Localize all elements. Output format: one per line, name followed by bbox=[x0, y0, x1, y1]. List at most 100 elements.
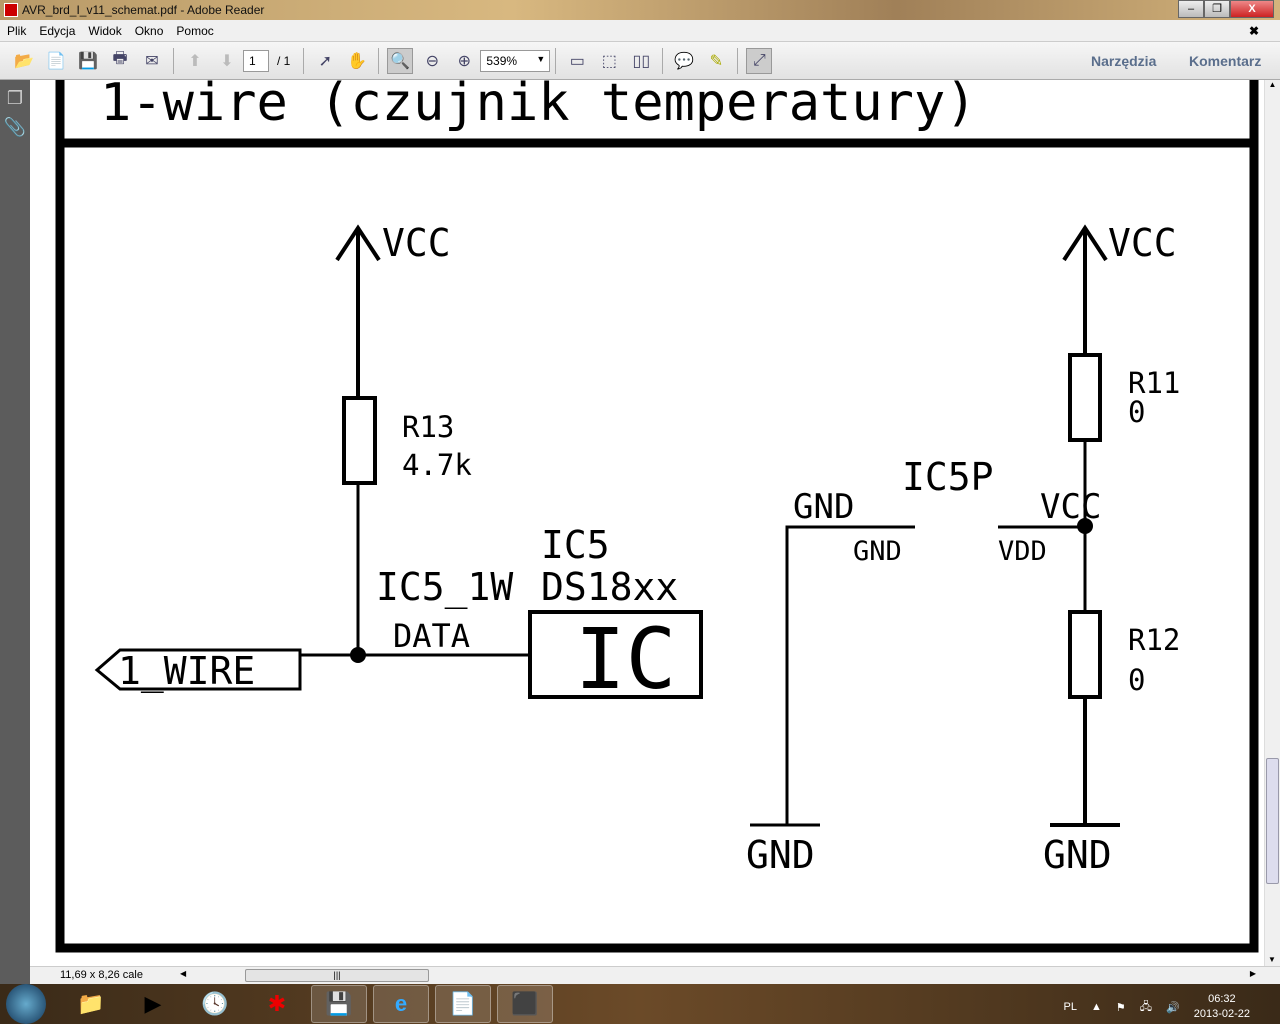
start-button[interactable] bbox=[6, 984, 46, 1024]
next-page-icon[interactable]: ⬇ bbox=[220, 52, 234, 70]
net-label: IC5_1W bbox=[376, 565, 513, 610]
fit-page-icon[interactable]: ⬚ bbox=[601, 52, 617, 70]
vcc-symbol-right bbox=[1062, 224, 1108, 355]
comment-icon[interactable]: 💬 bbox=[674, 52, 695, 70]
app-icon[interactable]: ✱ bbox=[267, 991, 287, 1016]
document-view: 1-wire (czujnik temperatury) VCC R13 4.7… bbox=[30, 80, 1264, 966]
minimize-button[interactable]: – bbox=[1178, 0, 1204, 18]
action-center-flag-icon[interactable]: ⚑ bbox=[1115, 1001, 1126, 1014]
vcc-symbol-left bbox=[335, 224, 381, 398]
schematic-title: 1-wire (czujnik temperatury) bbox=[100, 80, 977, 133]
zoom-out-icon[interactable]: ⊖ bbox=[425, 52, 440, 70]
vertical-scrollbar[interactable]: ▲ ▼ bbox=[1264, 80, 1280, 966]
menu-pomoc[interactable]: Pomoc bbox=[176, 23, 214, 38]
r12-value: 0 bbox=[1128, 663, 1145, 697]
separator bbox=[555, 47, 557, 74]
pages-icon[interactable]: ❐ bbox=[6, 88, 24, 108]
comment-button[interactable]: Komentarz bbox=[1189, 53, 1262, 69]
language-indicator[interactable]: PL bbox=[1063, 1001, 1077, 1013]
print-icon[interactable]: 🖶 bbox=[112, 50, 128, 67]
ic5p-label: IC5P bbox=[902, 455, 994, 499]
frame-border bbox=[55, 80, 1259, 953]
tools-button[interactable]: Narzędzia bbox=[1091, 53, 1157, 69]
vcc-net-label: VCC bbox=[1040, 487, 1101, 527]
marquee-zoom-icon[interactable]: 🔍 bbox=[387, 47, 414, 74]
adobe-reader-task-icon[interactable]: ⬛ bbox=[497, 985, 553, 1023]
select-tool-icon[interactable]: ➚ bbox=[318, 52, 333, 70]
resistor-r13 bbox=[342, 396, 377, 485]
explorer-icon[interactable]: 📁 bbox=[77, 991, 105, 1016]
save-icon[interactable]: 💾 bbox=[78, 52, 98, 70]
menu-widok[interactable]: Widok bbox=[88, 23, 122, 38]
menu-plik[interactable]: Plik bbox=[7, 23, 27, 38]
scroll-down-icon[interactable]: ▼ bbox=[1268, 955, 1276, 964]
create-pdf-icon[interactable]: 📄 bbox=[46, 52, 66, 70]
clock[interactable]: 06:32 2013-02-22 bbox=[1194, 992, 1250, 1022]
internet-explorer-icon[interactable]: e bbox=[373, 985, 429, 1023]
adobe-reader-icon bbox=[4, 3, 18, 17]
floppy-app-icon[interactable]: 💾 bbox=[311, 985, 367, 1023]
attachments-icon[interactable]: 📎 bbox=[3, 117, 27, 137]
horizontal-scroll-thumb[interactable]: ||| bbox=[245, 969, 429, 982]
gnd-pin-label: GND bbox=[853, 536, 902, 567]
menu-okno[interactable]: Okno bbox=[134, 23, 164, 38]
r11-name: R11 bbox=[1128, 366, 1180, 400]
clock-time: 06:32 bbox=[1208, 993, 1236, 1005]
menu-edycja[interactable]: Edycja bbox=[39, 23, 76, 38]
clock-date: 2013-02-22 bbox=[1193, 1008, 1250, 1020]
close-document-icon[interactable]: ✖ bbox=[1248, 23, 1259, 38]
status-bar: 11,69 x 8,26 cale ◀ ||| ▶ bbox=[30, 966, 1280, 984]
separator bbox=[737, 47, 739, 74]
zoom-select[interactable]: 539% ▼ bbox=[480, 49, 551, 72]
taskbar: 📁 ▶ 🕓 ✱ 💾 e 📄 ⬛ PL ▲ ⚑ 🖧 🔊 06:32 2013-02… bbox=[0, 984, 1280, 1024]
vdd-pin-label: VDD bbox=[998, 536, 1047, 567]
close-button[interactable]: X bbox=[1230, 0, 1274, 18]
outlook-icon[interactable]: 🕓 bbox=[201, 991, 229, 1016]
wire-data bbox=[300, 483, 530, 657]
vcc-label-left: VCC bbox=[382, 221, 451, 265]
full-screen-icon[interactable]: ⤢ bbox=[746, 47, 773, 74]
open-icon[interactable]: 📂 bbox=[14, 52, 34, 70]
media-player-icon[interactable]: ▶ bbox=[144, 991, 162, 1016]
ic-name: IC5 bbox=[541, 523, 610, 567]
junction-dot bbox=[350, 647, 366, 663]
ic5-body bbox=[528, 610, 703, 699]
port-1wire bbox=[94, 648, 302, 691]
network-icon[interactable]: 🖧 bbox=[1139, 1000, 1153, 1013]
scroll-right-icon[interactable]: ▶ bbox=[1249, 969, 1256, 978]
two-page-icon[interactable]: ▯▯ bbox=[632, 52, 651, 70]
menu-bar: Plik Edycja Widok Okno Pomoc ✖ bbox=[0, 20, 1280, 42]
page-number-input[interactable]: 1 bbox=[243, 49, 269, 72]
highlight-text-icon[interactable]: ✎ bbox=[709, 52, 724, 70]
restore-button[interactable]: ❐ bbox=[1204, 0, 1230, 18]
vcc-label-right: VCC bbox=[1108, 221, 1177, 265]
r11-value: 0 bbox=[1128, 395, 1145, 429]
email-icon[interactable]: ✉ bbox=[145, 52, 159, 70]
hand-tool-icon[interactable]: ✋ bbox=[347, 52, 368, 70]
port-label: 1_WIRE bbox=[118, 649, 255, 694]
volume-icon[interactable]: 🔊 bbox=[1166, 1001, 1180, 1014]
zoom-value: 539% bbox=[486, 53, 518, 68]
scroll-left-icon[interactable]: ◀ bbox=[180, 969, 187, 978]
gnd-label-left: GND bbox=[746, 833, 815, 877]
schematic: 1-wire (czujnik temperatury) VCC R13 4.7… bbox=[55, 80, 1259, 953]
page-total: / 1 bbox=[277, 53, 291, 68]
scroll-up-icon[interactable]: ▲ bbox=[1268, 80, 1277, 89]
resistor-r12 bbox=[1068, 610, 1102, 699]
previous-page-icon[interactable]: ⬆ bbox=[188, 52, 202, 70]
r12-name: R12 bbox=[1128, 623, 1180, 657]
r13-value: 4.7k bbox=[402, 448, 472, 482]
system-tray: PL ▲ ⚑ 🖧 🔊 06:32 2013-02-22 bbox=[1064, 992, 1250, 1022]
separator bbox=[662, 47, 664, 74]
scroll-thumb[interactable] bbox=[1266, 758, 1279, 884]
fit-width-icon[interactable]: ▭ bbox=[569, 52, 585, 70]
title-bar: AVR_brd_I_v11_schemat.pdf - Adobe Reader… bbox=[0, 0, 1280, 20]
navigation-panel: ❐ 📎 bbox=[0, 80, 30, 984]
zoom-in-icon[interactable]: ⊕ bbox=[457, 52, 472, 70]
junction-dot bbox=[1077, 518, 1093, 534]
resistor-r11 bbox=[1068, 353, 1102, 442]
document-app-icon[interactable]: 📄 bbox=[435, 985, 491, 1023]
chevron-down-icon[interactable]: ▼ bbox=[536, 53, 546, 64]
show-hidden-icons[interactable]: ▲ bbox=[1090, 1001, 1102, 1013]
ic-body-label: IC bbox=[575, 610, 676, 708]
